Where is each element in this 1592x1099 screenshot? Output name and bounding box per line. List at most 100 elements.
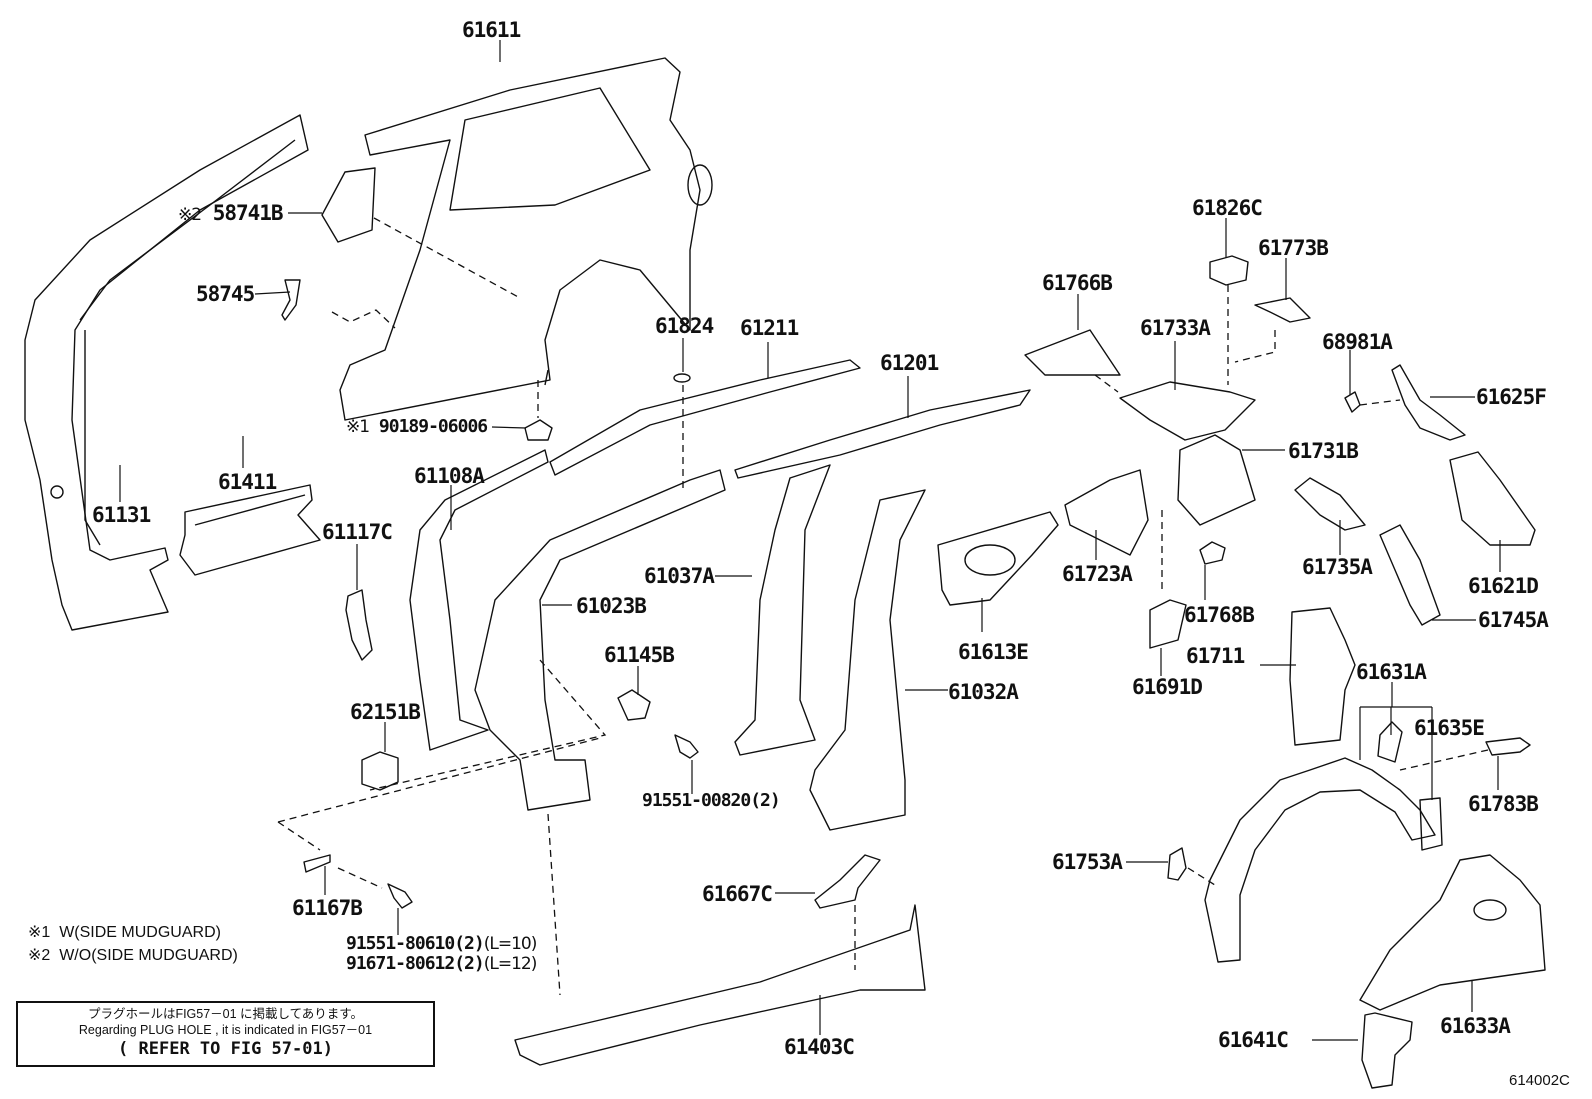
legend-text: W/O(SIDE MUDGUARD): [59, 947, 238, 964]
note-mark-2: ※2: [178, 205, 202, 225]
part-58745-drawing: [281, 279, 301, 321]
part-label-61023B[interactable]: 61023B: [576, 594, 647, 618]
part-61211-drawing: [549, 359, 861, 476]
part-label-61753A[interactable]: 61753A: [1052, 850, 1123, 874]
part-label-58745[interactable]: 58745: [196, 282, 255, 306]
part-61201-drawing: [734, 389, 1031, 479]
part-label-61403C[interactable]: 61403C: [784, 1035, 855, 1059]
part-61108A-drawing: [409, 449, 549, 751]
part-label-61733A[interactable]: 61733A: [1140, 316, 1211, 340]
part-label-61667C[interactable]: 61667C: [702, 882, 773, 906]
part-label-61635E[interactable]: 61635E: [1414, 716, 1485, 740]
part-label-61735A[interactable]: 61735A: [1302, 555, 1373, 579]
part-label-62151B[interactable]: 62151B: [350, 700, 421, 724]
note-mark-1: ※1: [28, 924, 51, 941]
part-61621D-drawing: [1449, 451, 1536, 546]
quantity: (2): [454, 953, 484, 974]
part-label-91551-80610[interactable]: 91551-80610(2)(L=10): [346, 933, 538, 954]
part-label-61723A[interactable]: 61723A: [1062, 562, 1133, 586]
part-label-61032A[interactable]: 61032A: [948, 680, 1019, 704]
part-61611-drawing: [339, 57, 713, 421]
part-61167B-drawing: [303, 854, 331, 873]
part-label-61201[interactable]: 61201: [880, 351, 939, 375]
part-61667C-drawing: [814, 854, 881, 909]
reference-line-en: Regarding PLUG HOLE , it is indicated in…: [78, 1023, 373, 1037]
part-61641C-drawing: [1361, 1012, 1413, 1089]
part-61766B-drawing: [1024, 329, 1121, 376]
part-label-61711[interactable]: 61711: [1186, 644, 1245, 668]
part-61731B-drawing: [1177, 434, 1256, 526]
part-label-61037A[interactable]: 61037A: [644, 564, 715, 588]
part-61723A-drawing: [1064, 469, 1149, 556]
part-61631A-drawing: [1204, 757, 1436, 963]
legend-note-1: ※1 W(SIDE MUDGUARD): [28, 922, 221, 942]
part-61824-drawing: [673, 373, 691, 383]
part-label-61824[interactable]: 61824: [655, 314, 714, 338]
length-spec: (L=12): [483, 954, 538, 974]
note-mark-1: ※1: [346, 417, 370, 437]
part-61753A-drawing: [1167, 847, 1187, 881]
part-label-61117C[interactable]: 61117C: [322, 520, 393, 544]
part-58741B-drawing: [321, 167, 376, 243]
part-label-61131[interactable]: 61131: [92, 503, 151, 527]
part-61773B-drawing: [1254, 297, 1311, 323]
bolt-91551-80610-drawing: [387, 883, 413, 909]
part-label-61613E[interactable]: 61613E: [958, 640, 1029, 664]
part-number-90189-06006: 90189-06006: [378, 416, 488, 437]
part-label-61773B[interactable]: 61773B: [1258, 236, 1329, 260]
part-label-58741B[interactable]: ※2 58741B: [178, 201, 284, 225]
part-label-61745A[interactable]: 61745A: [1478, 608, 1549, 632]
part-61691D-drawing: [1149, 599, 1187, 649]
part-label-61691D[interactable]: 61691D: [1132, 675, 1203, 699]
part-label-61826C[interactable]: 61826C: [1192, 196, 1263, 220]
part-label-61145B[interactable]: 61145B: [604, 643, 675, 667]
quantity: (2): [454, 933, 484, 954]
part-label-61768B[interactable]: 61768B: [1184, 603, 1255, 627]
part-label-61633A[interactable]: 61633A: [1440, 1014, 1511, 1038]
part-61403C-drawing: [514, 904, 926, 1066]
part-label-61108A[interactable]: 61108A: [414, 464, 485, 488]
part-label-91671-80612[interactable]: 91671-80612(2)(L=12): [346, 953, 538, 974]
part-61023B-drawing: [474, 469, 726, 811]
part-61117C-drawing: [345, 589, 373, 661]
part-number-58741B: 58741B: [212, 201, 284, 225]
part-61745A-drawing: [1379, 524, 1441, 626]
part-number-91551-00820: 91551-00820: [642, 790, 751, 811]
legend-note-2: ※2 W/O(SIDE MUDGUARD): [28, 945, 238, 965]
part-label-61611[interactable]: 61611: [462, 18, 521, 42]
part-68981A-drawing: [1344, 391, 1361, 413]
part-61131-drawing: [24, 114, 309, 631]
part-61145B-drawing: [617, 689, 651, 721]
reference-box: プラグホールはFIG57－01 に掲載してあります。 Regarding PLU…: [16, 1001, 435, 1067]
legend-text: W(SIDE MUDGUARD): [59, 924, 221, 941]
part-number-91551-80610: 91551-80610: [346, 933, 455, 954]
part-label-61631A[interactable]: 61631A: [1356, 660, 1427, 684]
part-label-61411[interactable]: 61411: [218, 470, 277, 494]
part-61826C-drawing: [1209, 255, 1249, 286]
part-label-61167B[interactable]: 61167B: [292, 896, 363, 920]
part-number-91671-80612: 91671-80612: [346, 953, 455, 974]
part-label-61783B[interactable]: 61783B: [1468, 792, 1539, 816]
part-label-61211[interactable]: 61211: [740, 316, 799, 340]
length-spec: (L=10): [483, 934, 538, 954]
part-label-61641C[interactable]: 61641C: [1218, 1028, 1289, 1052]
part-label-68981A[interactable]: 68981A: [1322, 330, 1393, 354]
quantity: (2): [750, 790, 780, 811]
part-label-90189-06006[interactable]: ※1 90189-06006: [346, 416, 488, 437]
reference-link[interactable]: ( REFER TO FIG 57-01): [118, 1039, 333, 1059]
part-61733A-drawing: [1119, 381, 1256, 441]
part-90189-clip-drawing: [524, 419, 553, 441]
part-61711-drawing: [1289, 607, 1356, 746]
reference-line-jp: プラグホールはFIG57－01 に掲載してあります。: [87, 1007, 364, 1021]
part-label-61625F[interactable]: 61625F: [1476, 385, 1547, 409]
part-label-61766B[interactable]: 61766B: [1042, 271, 1113, 295]
part-61037A-drawing: [734, 464, 831, 756]
leader-lines: [119, 40, 1501, 1041]
figure-number: 614002C: [1509, 1072, 1570, 1089]
part-label-61731B[interactable]: 61731B: [1288, 439, 1359, 463]
part-label-91551-00820[interactable]: 91551-00820(2): [642, 790, 781, 811]
part-61613E-drawing: [937, 511, 1059, 606]
part-label-61621D[interactable]: 61621D: [1468, 574, 1539, 598]
